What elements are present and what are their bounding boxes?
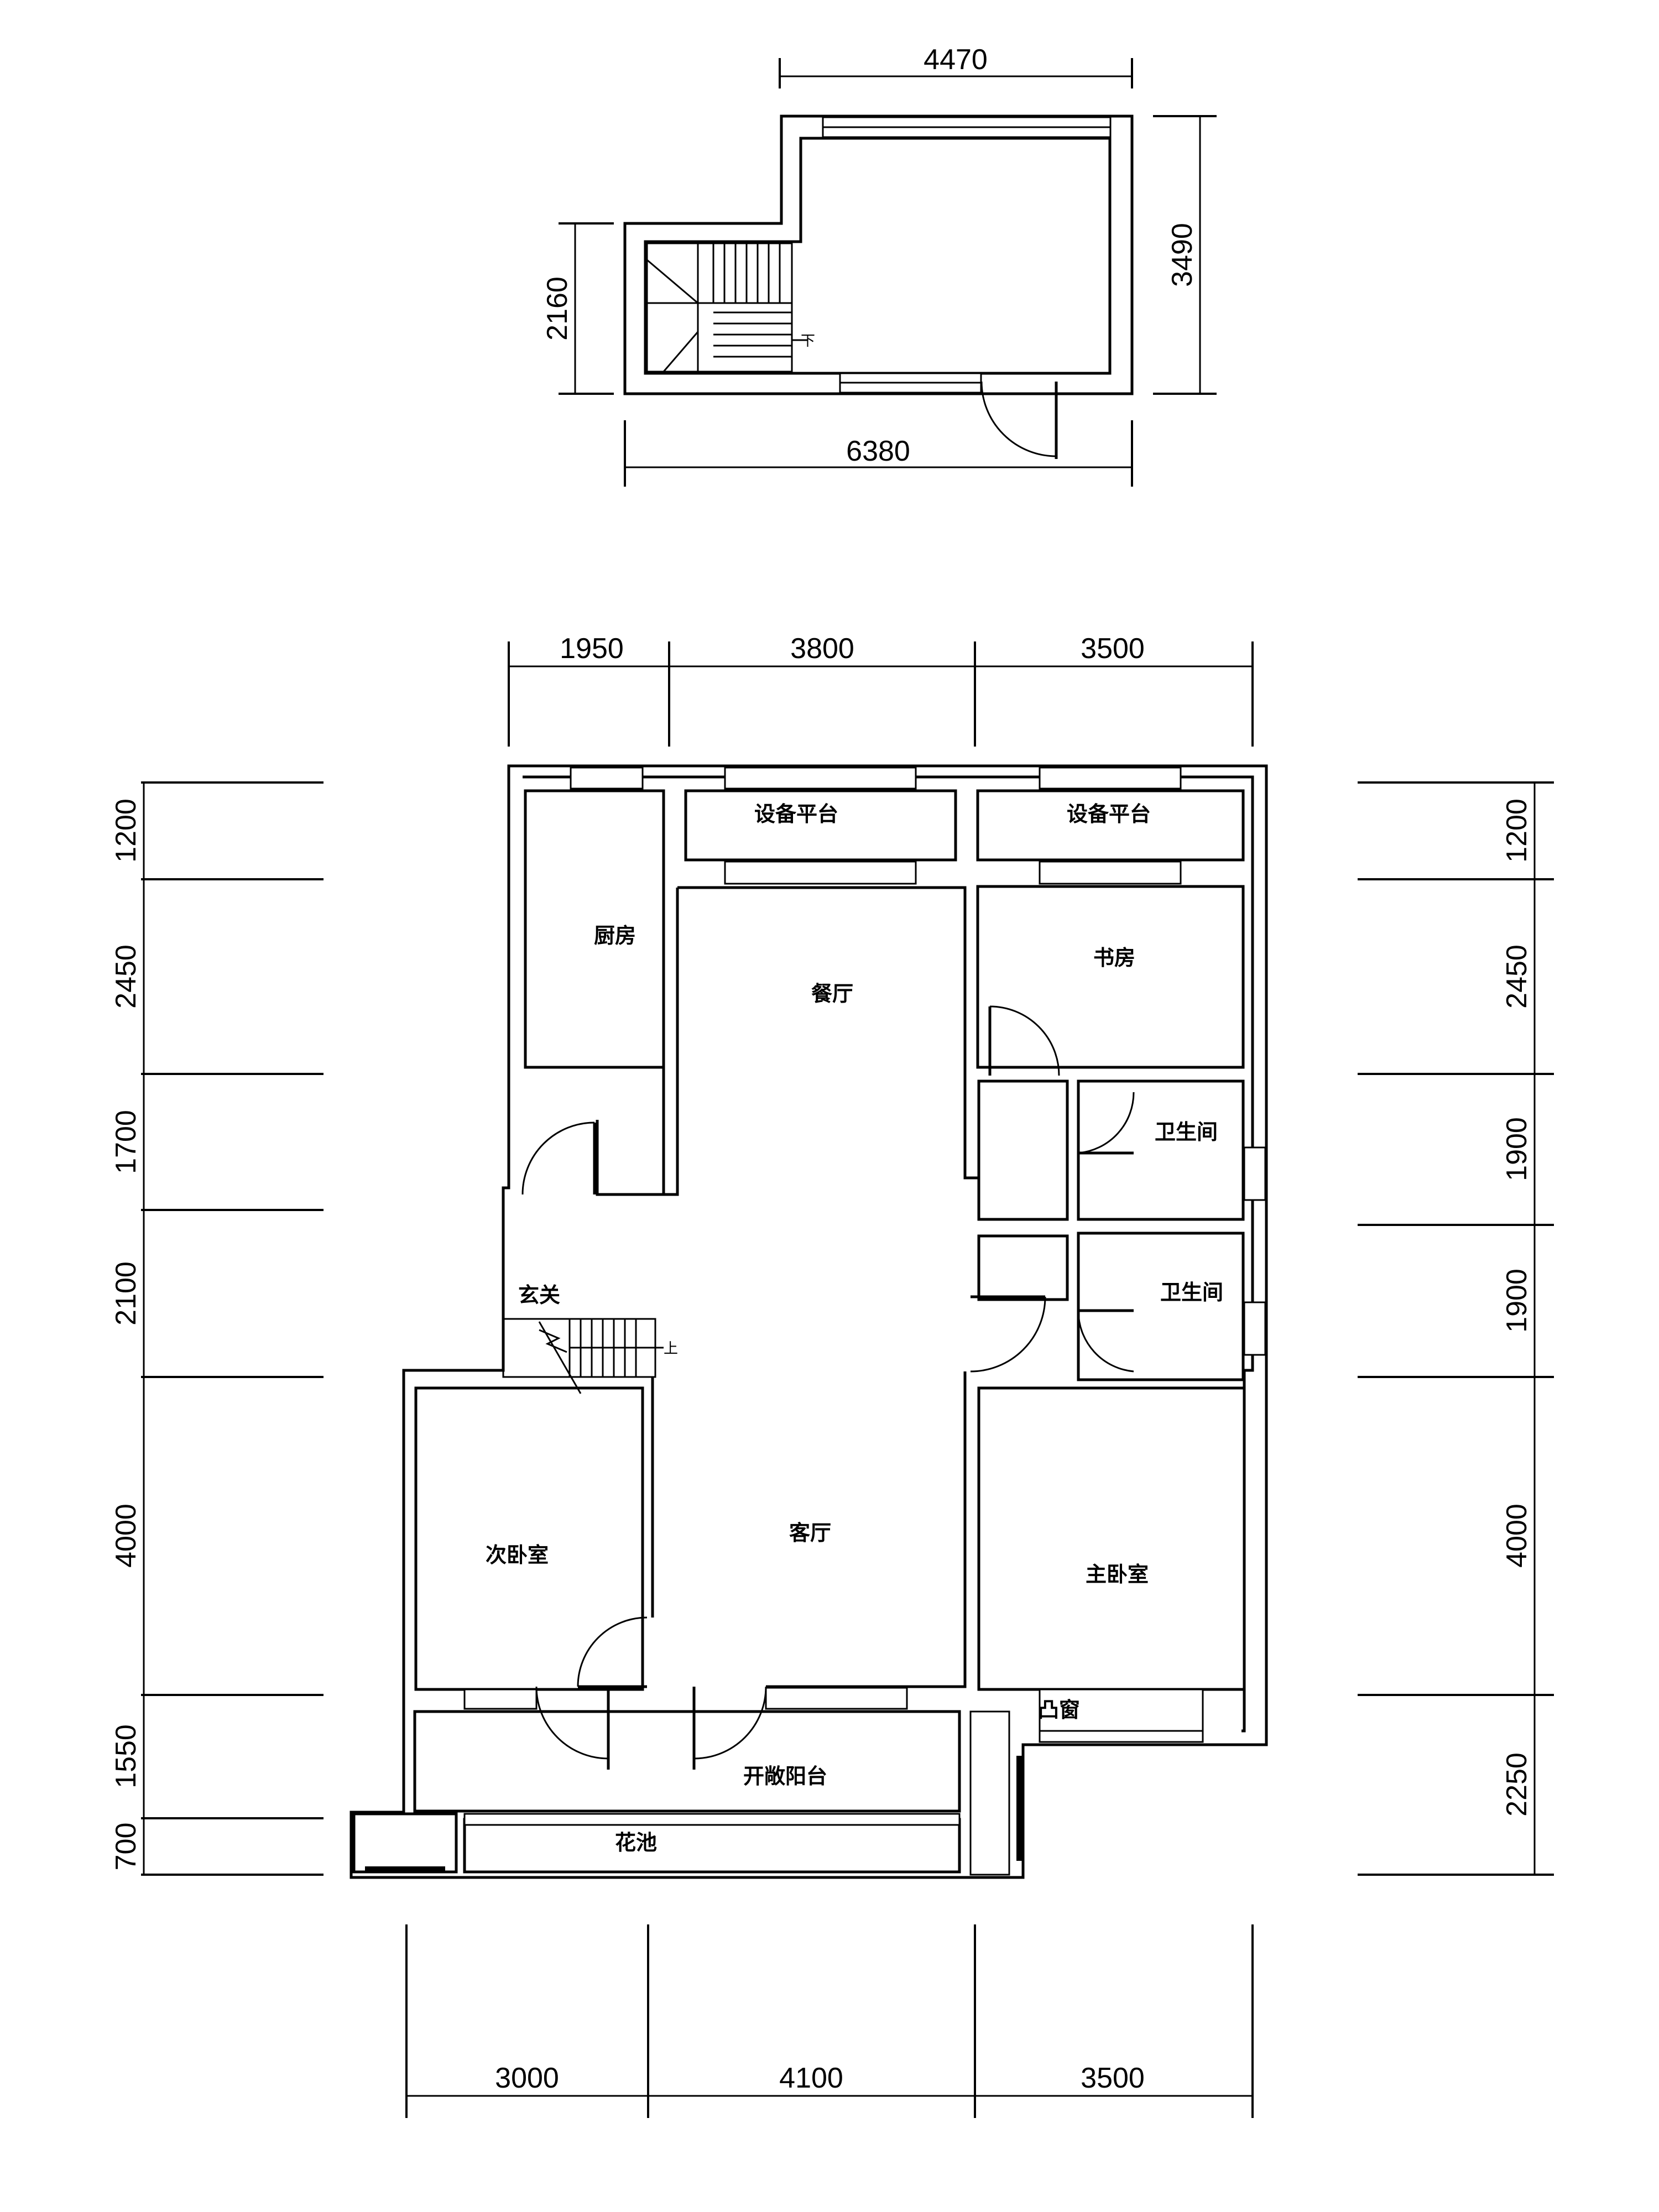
dining-label: 餐厅 [811, 982, 853, 1006]
corridor-door[interactable] [970, 1295, 1046, 1373]
ac-unit [352, 1812, 458, 1874]
equipment-platform-right [976, 789, 1245, 862]
dim-left-4: 2100 [110, 1261, 142, 1326]
dim-right-3: 1900 [1501, 1117, 1533, 1181]
corridor-closet-1 [977, 1079, 1069, 1221]
dim-bottom-3: 3500 [1081, 2062, 1145, 2094]
dim-top-2: 3800 [790, 633, 854, 665]
upper-inner-wall [644, 137, 1112, 375]
equipment-right-label: 设备平台 [1067, 802, 1151, 826]
bathroom-2-door[interactable] [1077, 1309, 1134, 1373]
second-bedroom-door[interactable] [577, 1616, 648, 1688]
upper-dim-left: 2160 [541, 276, 573, 341]
upper-floor-plan: 下 4470 3490 2160 6380 [541, 44, 1217, 487]
bathroom-1-label: 卫生间 [1155, 1120, 1218, 1144]
kitchen-door[interactable] [521, 1121, 596, 1195]
equipment-platform-left [684, 789, 957, 862]
second-bedroom-label: 次卧室 [486, 1543, 549, 1567]
dim-right-5: 4000 [1501, 1504, 1533, 1568]
upper-stair: 下 [646, 242, 815, 373]
study-room [976, 885, 1245, 1069]
bathroom-1-door[interactable] [1078, 1092, 1135, 1155]
dim-bottom-1: 3000 [495, 2062, 559, 2094]
master-bedroom [977, 1386, 1246, 1691]
upper-dims: 4470 3490 2160 6380 [541, 44, 1217, 487]
living-label: 客厅 [789, 1521, 831, 1545]
planter-label: 花池 [615, 1830, 657, 1855]
bay-window [1039, 1688, 1204, 1743]
study-door[interactable] [988, 1005, 1060, 1076]
dim-left-7: 700 [110, 1823, 142, 1871]
upper-stair-down-label: 下 [801, 333, 815, 349]
upper-outer-wall [623, 114, 1134, 395]
dim-left-3: 1700 [110, 1110, 142, 1174]
dim-left-5: 4000 [110, 1504, 142, 1568]
dim-left-2: 2450 [110, 945, 142, 1009]
bay-window-label: 凸窗 [1038, 1698, 1080, 1722]
bathroom-2-label: 卫生间 [1160, 1280, 1223, 1305]
dim-right-2: 2450 [1501, 945, 1533, 1009]
dim-bottom-2: 4100 [779, 2062, 843, 2094]
equipment-left-label: 设备平台 [754, 802, 838, 826]
upper-dim-bottom: 6380 [846, 435, 910, 467]
open-balcony-label: 开敞阳台 [743, 1764, 827, 1788]
second-bedroom [414, 1386, 644, 1691]
bathroom-2 [1077, 1232, 1245, 1381]
dim-top-3: 3500 [1081, 633, 1145, 665]
planter [463, 1818, 961, 1874]
stair-up-label: 上 [664, 1340, 678, 1357]
dim-right-1: 1200 [1501, 799, 1533, 863]
exterior-wall-outer [349, 764, 1268, 1879]
balcony-door-left[interactable] [535, 1686, 610, 1770]
upper-dim-right: 3490 [1166, 223, 1198, 287]
entry-label: 玄关 [518, 1283, 560, 1307]
dim-left-1: 1200 [110, 799, 142, 863]
main-dims-left: 1200 2450 1700 2100 4000 1550 700 [110, 781, 324, 1876]
upper-dim-top: 4470 [924, 44, 988, 76]
entry-stair: 上 [502, 1318, 678, 1394]
dim-right-6: 2250 [1501, 1752, 1533, 1817]
dim-right-4: 1900 [1501, 1269, 1533, 1333]
kitchen-room [524, 789, 665, 1069]
main-dims-top: 1950 3800 3500 [508, 633, 1254, 747]
main-dims-right: 1200 2450 1900 1900 4000 2250 [1358, 781, 1554, 1876]
open-balcony [413, 1710, 961, 1813]
corridor-closet-2 [977, 1234, 1069, 1301]
bathroom-1 [1077, 1079, 1245, 1221]
dim-left-6: 1550 [110, 1724, 142, 1788]
balcony-door-right[interactable] [692, 1686, 767, 1770]
kitchen-label: 厨房 [594, 924, 636, 948]
main-dims-bottom: 3000 4100 3500 [405, 1924, 1254, 2118]
master-bedroom-label: 主卧室 [1086, 1562, 1149, 1587]
dim-top-1: 1950 [560, 633, 624, 665]
upper-door[interactable] [980, 381, 1058, 459]
main-floor-plan: 设备平台 设备平台 厨房 餐厅 书房 卫生间 [349, 764, 1268, 1879]
study-label: 书房 [1093, 946, 1135, 970]
